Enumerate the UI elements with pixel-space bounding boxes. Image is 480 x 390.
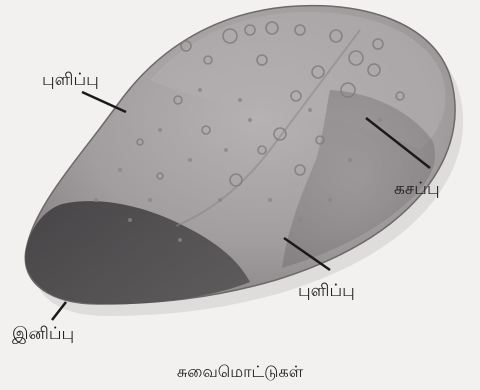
label-sour-lower: புளிப்பு [298, 283, 355, 300]
diagram-caption: சுவைமொட்டுகள் [0, 364, 480, 380]
label-sour-upper: புளிப்பு [42, 72, 99, 89]
label-bitter: கசப்பு [394, 181, 440, 198]
label-sweet: இனிப்பு [12, 326, 74, 343]
